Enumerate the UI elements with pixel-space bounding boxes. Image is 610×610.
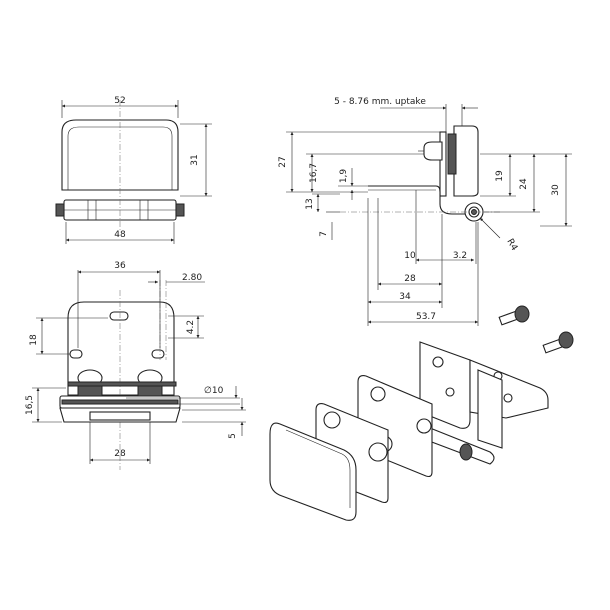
bottom-view: 36 2.80 4.2 18 16,5 ∅10 5 <box>25 261 246 470</box>
dim-bottom-right-height: 5 <box>228 433 238 439</box>
dim-side-len-28: 28 <box>404 274 416 284</box>
dim-side-radius: R4 <box>504 237 519 253</box>
dim-side-height-19: 19 <box>495 170 505 182</box>
dim-side-height-27: 27 <box>278 156 288 167</box>
dim-bottom-pad-width: 28 <box>114 449 126 459</box>
dim-side-uptake: 5 - 8.76 mm. uptake <box>334 97 426 107</box>
dim-front-base-width: 48 <box>114 230 126 240</box>
dim-side-height-7: 7 <box>319 231 329 237</box>
dim-bottom-slot-height: 4.2 <box>186 320 196 334</box>
dim-front-width: 52 <box>114 96 125 106</box>
dim-bottom-left-height: 18 <box>29 334 39 346</box>
dim-front-height: 31 <box>190 154 200 165</box>
dim-bottom-base-height: 16,5 <box>25 395 35 415</box>
dim-side-len-3-2: 3.2 <box>453 251 467 261</box>
dim-bottom-hole-spacing: 36 <box>114 261 126 271</box>
dim-bottom-diameter: ∅10 <box>204 386 224 396</box>
exploded-view <box>269 305 574 521</box>
dim-bottom-pin-offset: 2.80 <box>182 273 202 283</box>
dim-side-len-10: 10 <box>404 251 416 261</box>
screw-lower <box>542 331 574 354</box>
dim-side-len-34: 34 <box>399 292 411 302</box>
screw-upper <box>498 305 530 326</box>
dim-side-height-1-9: 1,9 <box>339 169 349 184</box>
dim-side-height-16-7: 16,7 <box>309 163 319 183</box>
front-view: 52 31 48 <box>55 96 212 244</box>
dim-side-len-53-7: 53.7 <box>416 312 436 322</box>
dim-side-height-30: 30 <box>551 184 561 196</box>
dim-side-height-13: 13 <box>305 198 315 209</box>
side-view: 5 - 8.76 mm. uptake 27 16,7 1,9 13 7 19 <box>278 97 572 326</box>
dim-side-height-24: 24 <box>519 178 529 190</box>
